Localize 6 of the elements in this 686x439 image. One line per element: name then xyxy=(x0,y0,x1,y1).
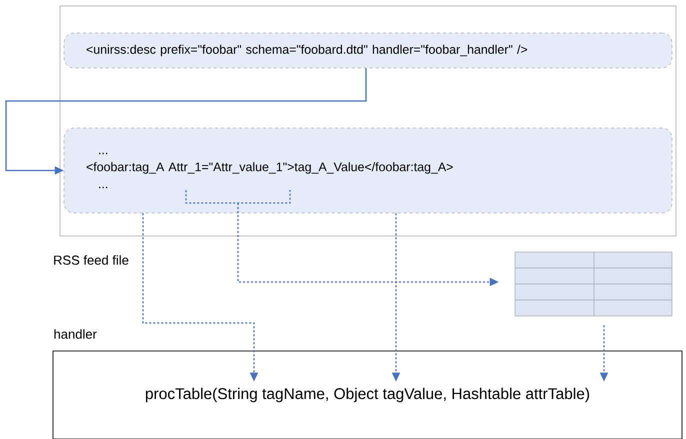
code-band: ... <foobar:tag_A Attr_1="Attr_value_1">tag_A_Value</foobar:tag_A> ... xyxy=(64,128,672,214)
box-caption: RSS feed file xyxy=(54,255,128,265)
code-band: <unirss:desc prefix="foobar" schema="foobard.dtd" handler="foobar_handler" /> xyxy=(64,32,672,68)
handler-box: procTable(String tagName, Object tagValue, Hashtable attrTable) xyxy=(52,350,682,439)
box-caption: handler xyxy=(54,329,97,339)
table-drawing xyxy=(514,252,672,316)
